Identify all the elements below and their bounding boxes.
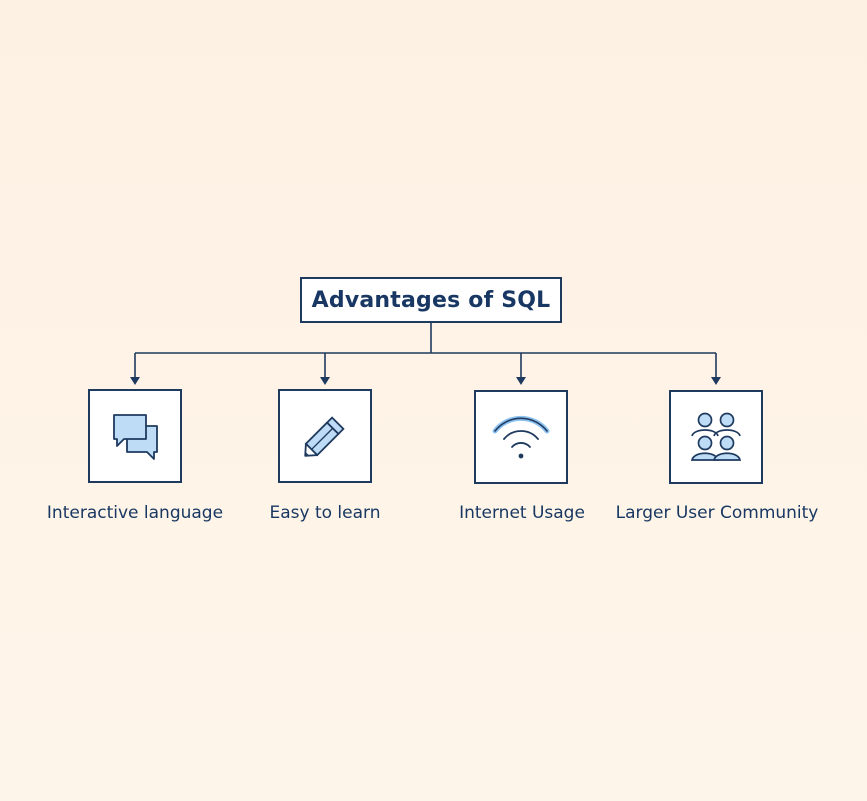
label-larger-user-community: Larger User Community — [615, 503, 819, 523]
label-easy-to-learn: Easy to learn — [269, 503, 381, 523]
arrowhead-2 — [320, 377, 330, 385]
arrowhead-1 — [130, 377, 140, 385]
card-interactive-language — [88, 389, 182, 483]
wifi-icon — [492, 415, 550, 459]
chat-bubbles-icon — [113, 414, 158, 460]
arrowhead-3 — [516, 377, 526, 385]
pencil-icon — [304, 416, 345, 457]
card-easy-to-learn — [278, 389, 372, 483]
label-interactive-language: Interactive language — [46, 503, 224, 523]
diagram-title: Advantages of SQL — [300, 277, 562, 323]
card-internet-usage — [474, 390, 568, 484]
card-larger-user-community — [669, 390, 763, 484]
users-icon — [690, 412, 742, 461]
label-internet-usage: Internet Usage — [459, 503, 585, 523]
arrowhead-4 — [711, 377, 721, 385]
